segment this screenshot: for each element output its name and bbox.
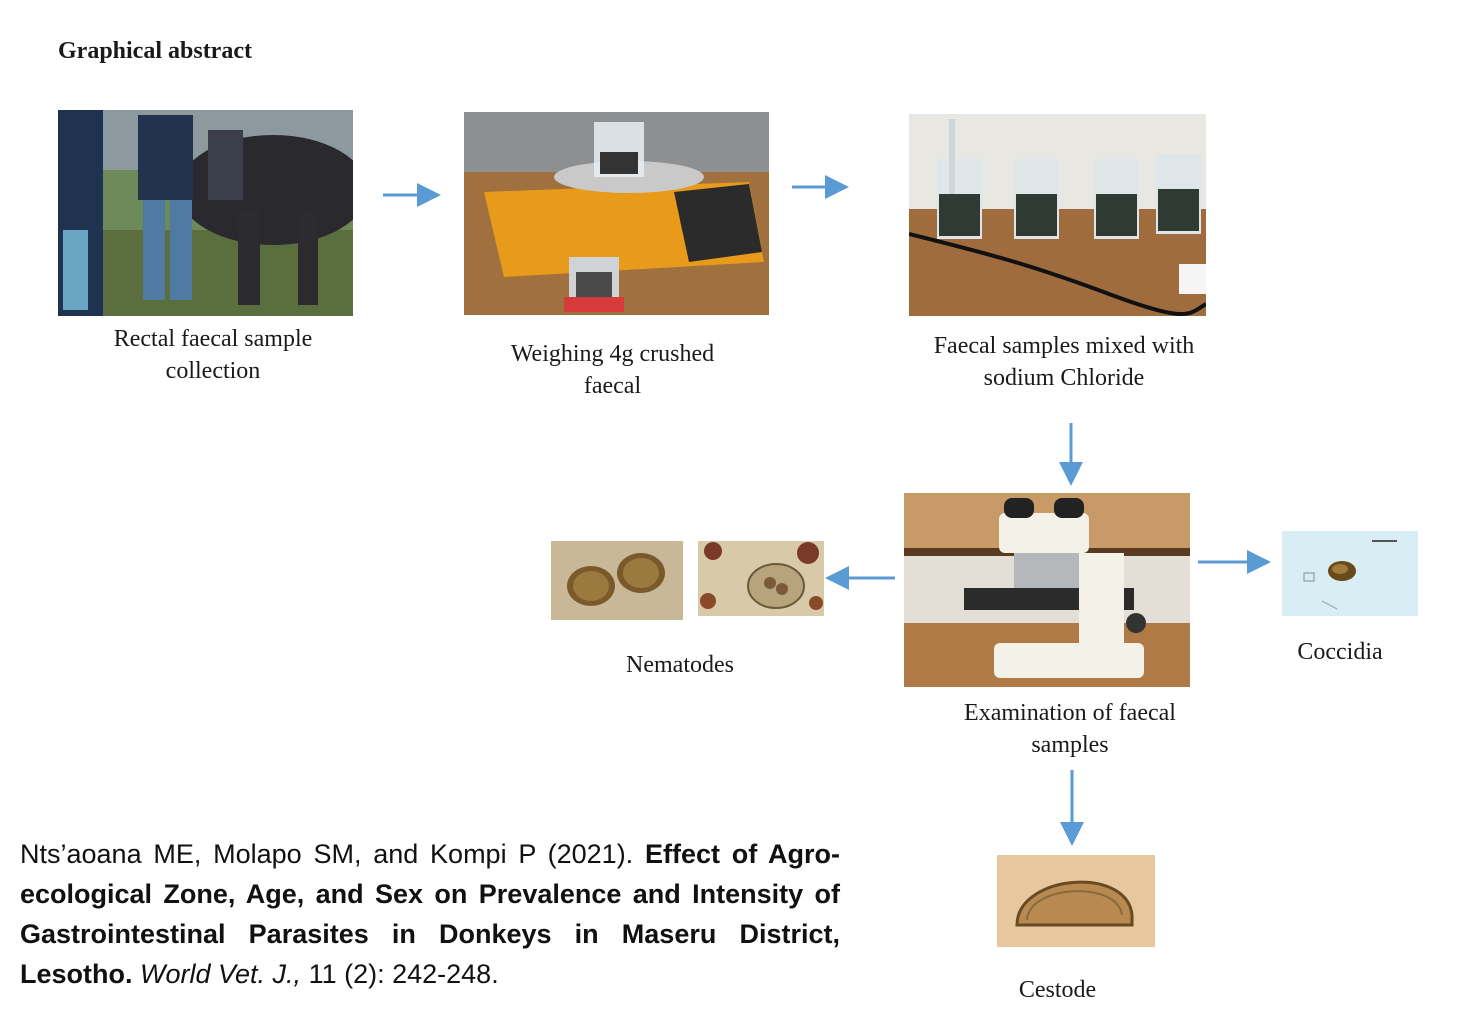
citation-title: Effect of Agro-ecological Zone, Age, and…	[20, 839, 840, 989]
coccidia-micrograph	[1282, 531, 1418, 616]
collection-caption: Rectal faecal sample collection	[113, 326, 313, 384]
cestode-label: Cestode	[1018, 977, 1097, 1003]
weighing-scale-photo	[464, 112, 769, 315]
weighing-caption: Weighing 4g crushed faecal	[510, 341, 715, 399]
citation: Nts’aoana ME, Molapo SM, and Kompi P (20…	[20, 834, 840, 994]
donkey-collection-photo	[58, 110, 353, 316]
beakers-photo	[909, 114, 1206, 316]
citation-volume: 11 (2): 242-248.	[308, 959, 499, 989]
citation-authors: Nts’aoana ME, Molapo SM, and Kompi P (20…	[20, 839, 634, 869]
nematodes-label: Nematodes	[626, 652, 734, 678]
graphical-abstract-heading: Graphical abstract	[58, 38, 252, 64]
cestode-micrograph	[997, 855, 1155, 947]
nematode-eggs-micrograph-1	[551, 541, 683, 620]
mixing-caption: Faecal samples mixed with sodium Chlorid…	[933, 333, 1195, 391]
citation-journal: World Vet. J.,	[140, 959, 302, 989]
coccidia-label: Coccidia	[1297, 639, 1383, 665]
nematode-eggs-micrograph-2	[698, 541, 824, 616]
microscope-photo	[904, 493, 1190, 687]
examination-caption: Examination of faecal samples	[964, 700, 1176, 758]
